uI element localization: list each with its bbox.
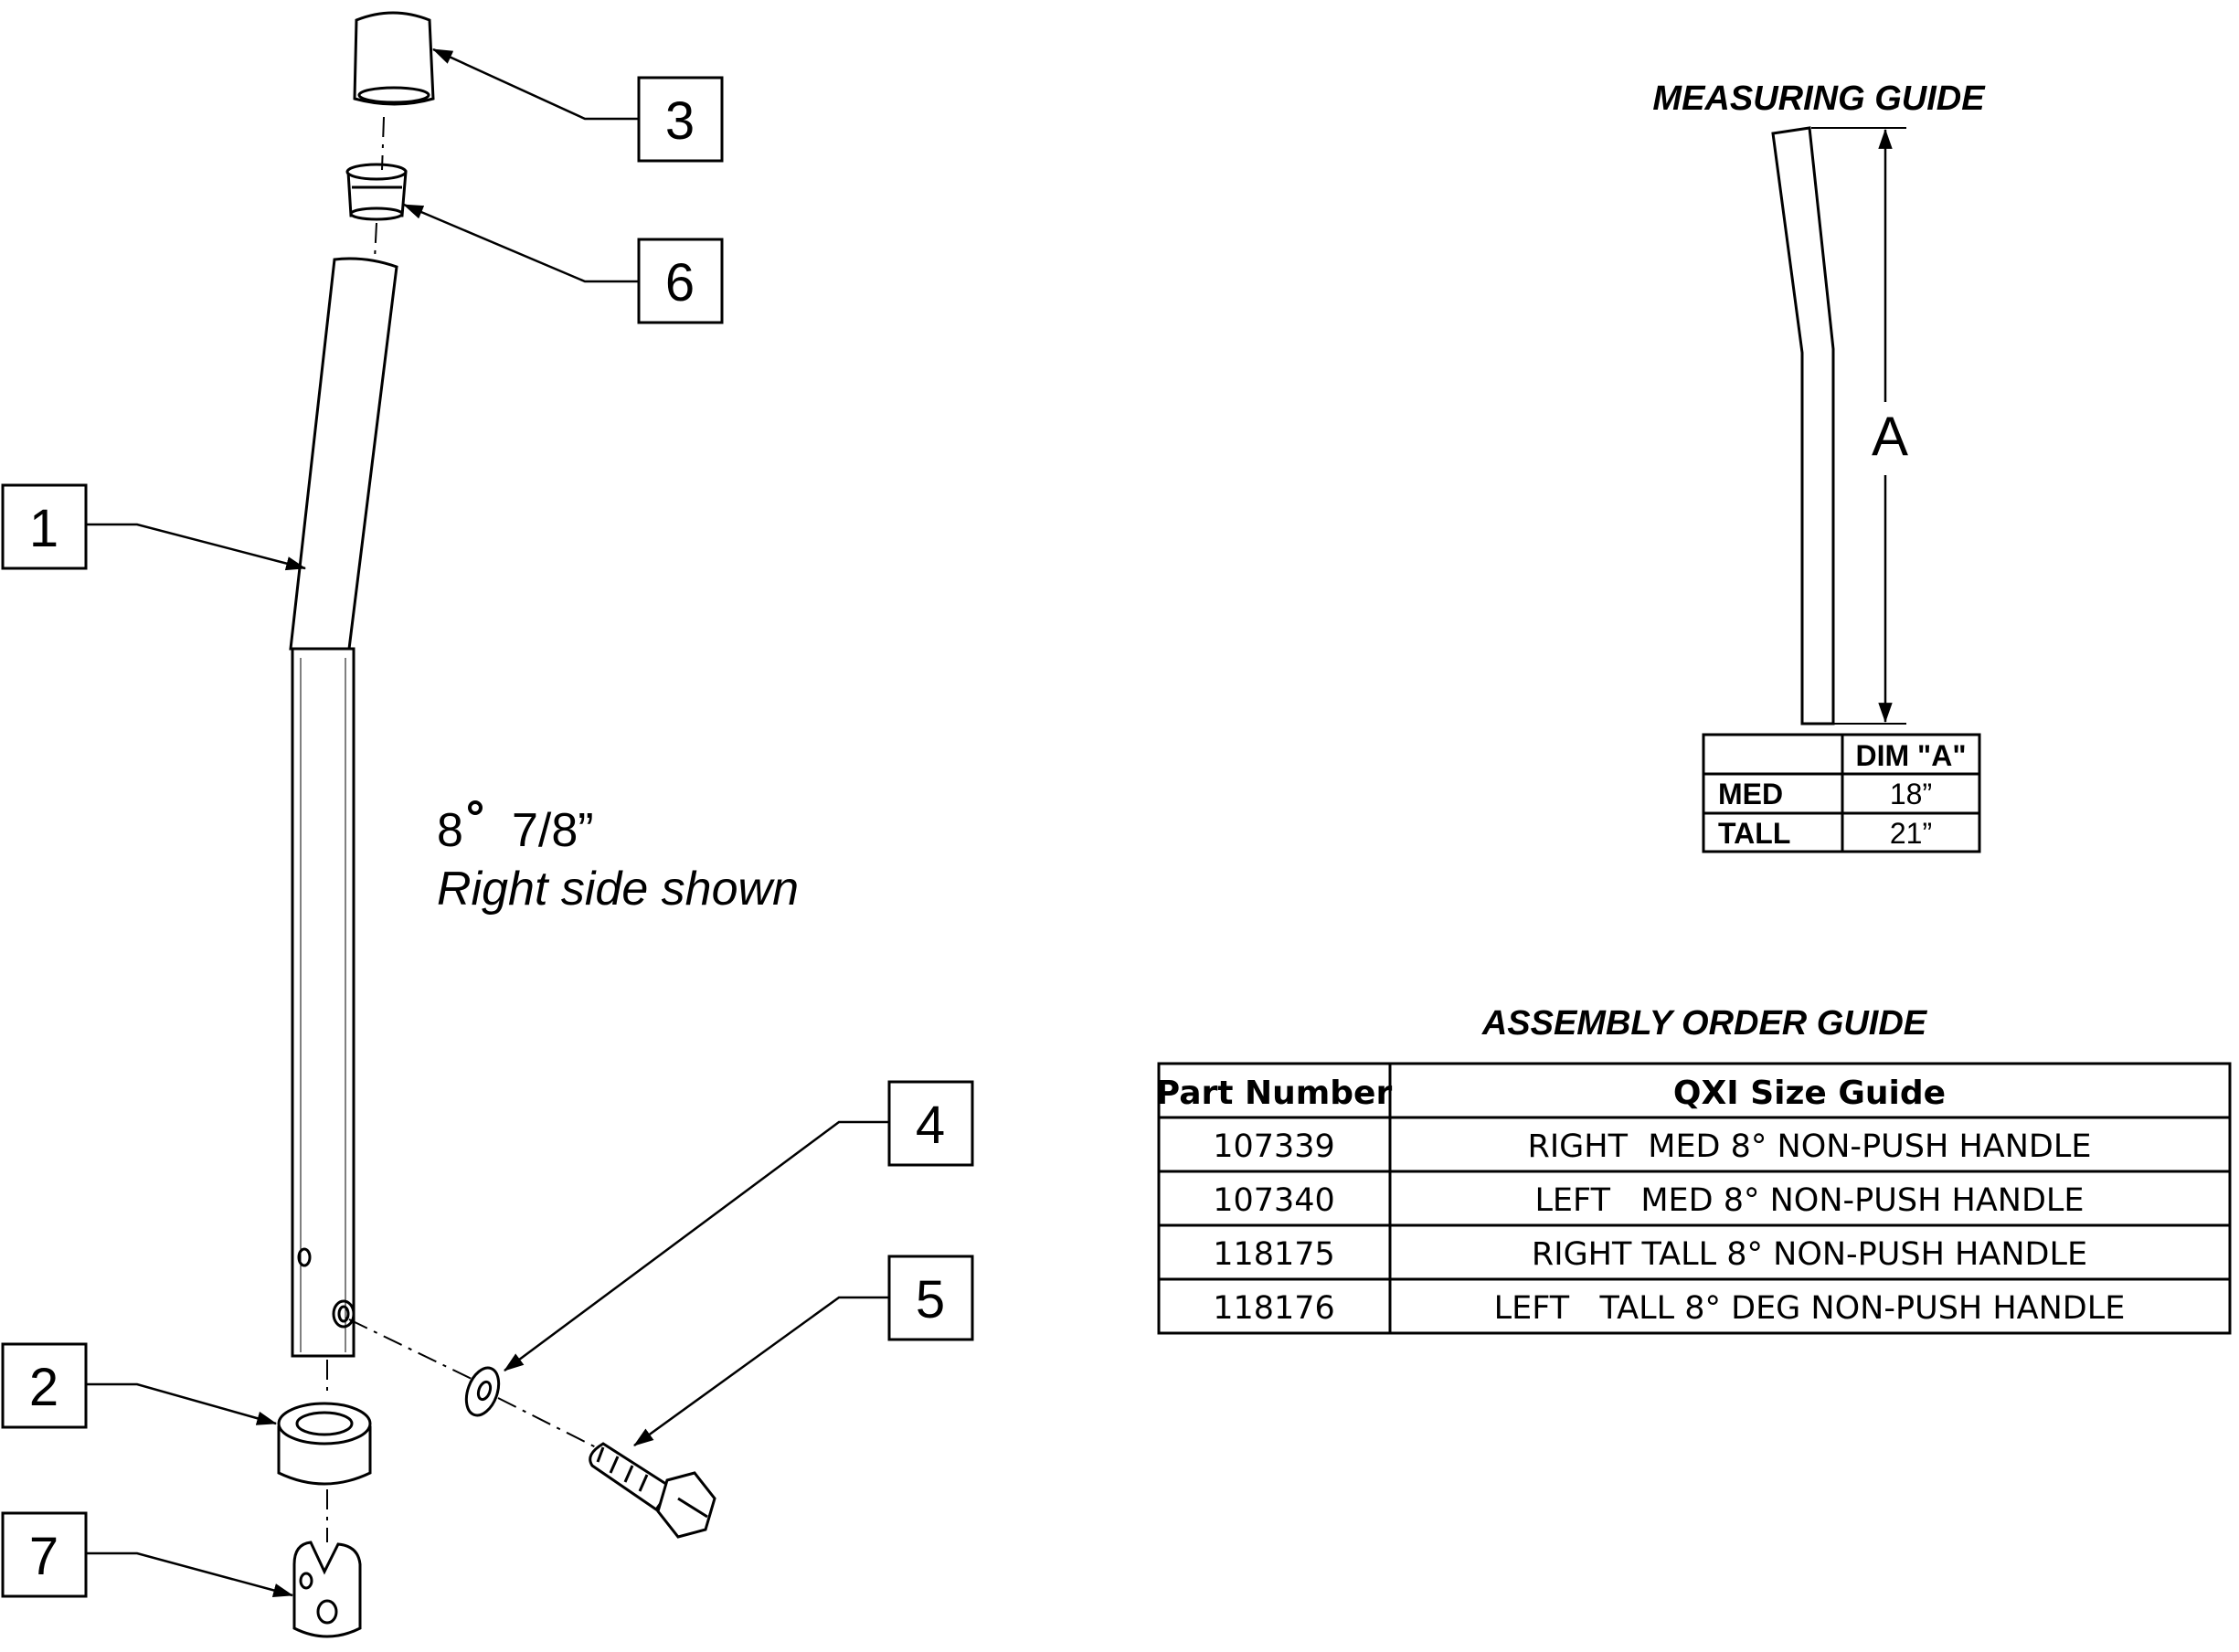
spec-note: 8 7/8” Right side shown [437, 800, 799, 916]
callout-2: 2 [1, 1342, 88, 1429]
bolt [589, 1442, 716, 1539]
table-row: 118176 LEFT TALL 8° DEG NON-PUSH HANDLE [1213, 1290, 2125, 1327]
push-handle-tube [289, 257, 398, 1358]
callout-4: 4 [887, 1080, 974, 1167]
table-row: 107339 RIGHT MED 8° NON-PUSH HANDLE [1213, 1128, 2091, 1165]
end-cap [353, 11, 435, 106]
assembly-header-size-guide: QXI Size Guide [1673, 1075, 1946, 1112]
part-number-cell: 118175 [1213, 1236, 1335, 1273]
size-guide-cell: LEFT MED 8° NON-PUSH HANDLE [1534, 1182, 2084, 1219]
callout-3: 3 [637, 76, 724, 163]
dim-table-header: DIM "A" [1856, 739, 1967, 772]
part-number-cell: 118176 [1213, 1290, 1335, 1327]
note-side: Right side shown [437, 863, 799, 916]
dimension-letter: A [1872, 406, 1908, 467]
size-guide-cell: RIGHT TALL 8° NON-PUSH HANDLE [1532, 1236, 2087, 1273]
callout-7: 7 [1, 1511, 88, 1598]
assembly-order-guide: ASSEMBLY ORDER GUIDE Part Number QXI Siz… [1156, 1004, 2232, 1335]
insert-bushing [345, 163, 408, 221]
dim-row-tall-label: TALL [1718, 817, 1790, 850]
dim-row-med-value: 18” [1890, 778, 1932, 810]
part-number-cell: 107339 [1213, 1128, 1335, 1165]
measuring-guide: MEASURING GUIDE A DIM "A" MED 18” TALL 2… [1652, 79, 1986, 853]
callout-5: 5 [887, 1255, 974, 1341]
dim-row-tall-value: 21” [1890, 817, 1932, 850]
measuring-tube-outline [1771, 126, 1835, 725]
note-size: 7/8” [512, 804, 594, 857]
clamp [292, 1541, 362, 1638]
assembly-header-part-number: Part Number [1156, 1075, 1393, 1112]
assembly-table-grid [1157, 1062, 2232, 1335]
callout-3-label: 3 [665, 91, 695, 151]
collar [277, 1402, 372, 1486]
callout-6: 6 [637, 238, 724, 324]
measuring-guide-title: MEASURING GUIDE [1652, 79, 1986, 118]
assembly-center-lines [326, 116, 604, 1542]
table-row: 107340 LEFT MED 8° NON-PUSH HANDLE [1213, 1182, 2084, 1219]
leader-lines [86, 48, 889, 1597]
assembly-guide-title: ASSEMBLY ORDER GUIDE [1481, 1004, 1928, 1043]
callout-6-label: 6 [665, 253, 695, 312]
callout-1: 1 [1, 483, 88, 570]
callout-7-label: 7 [29, 1527, 58, 1586]
dim-row-med-label: MED [1718, 778, 1783, 810]
callout-4-label: 4 [916, 1096, 945, 1155]
part-number-cell: 107340 [1213, 1182, 1335, 1219]
size-guide-cell: RIGHT MED 8° NON-PUSH HANDLE [1528, 1128, 2092, 1165]
dimension-table [1702, 733, 1981, 853]
note-angle: 8 [437, 804, 463, 857]
degree-symbol [468, 800, 483, 815]
callout-1-label: 1 [29, 499, 58, 558]
size-guide-cell: LEFT TALL 8° DEG NON-PUSH HANDLE [1494, 1290, 2126, 1327]
table-row: 118175 RIGHT TALL 8° NON-PUSH HANDLE [1213, 1236, 2087, 1273]
callout-5-label: 5 [916, 1270, 945, 1329]
washer [464, 1366, 501, 1417]
callout-2-label: 2 [29, 1358, 58, 1417]
